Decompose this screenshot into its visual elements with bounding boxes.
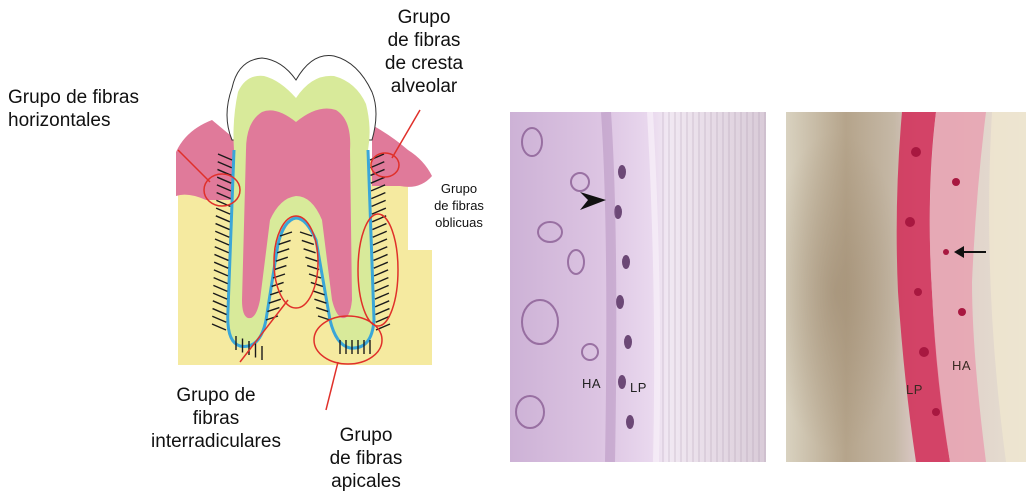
oblique-fibers-label: Grupo de fibras oblicuas (424, 180, 494, 231)
apical-leader (326, 362, 338, 410)
micrograph-left: HA LP (510, 112, 766, 462)
micrograph-right-ha-label: HA (952, 358, 971, 373)
micrograph-left-lp-label: LP (630, 380, 647, 395)
micrograph-left-ha-label: HA (582, 376, 601, 391)
micrograph-right: LP HA (786, 112, 1026, 462)
interradicular-fibers-label: Grupo de fibras interradiculares (136, 384, 296, 453)
micrograph-right-lp-label: LP (906, 382, 923, 397)
horizontal-fibers-label: Grupo de fibras horizontales (8, 86, 188, 132)
apical-fibers-label: Grupo de fibras apicales (316, 424, 416, 493)
crest-fibers-label: Grupo de fibras de cresta alveolar (374, 6, 474, 98)
